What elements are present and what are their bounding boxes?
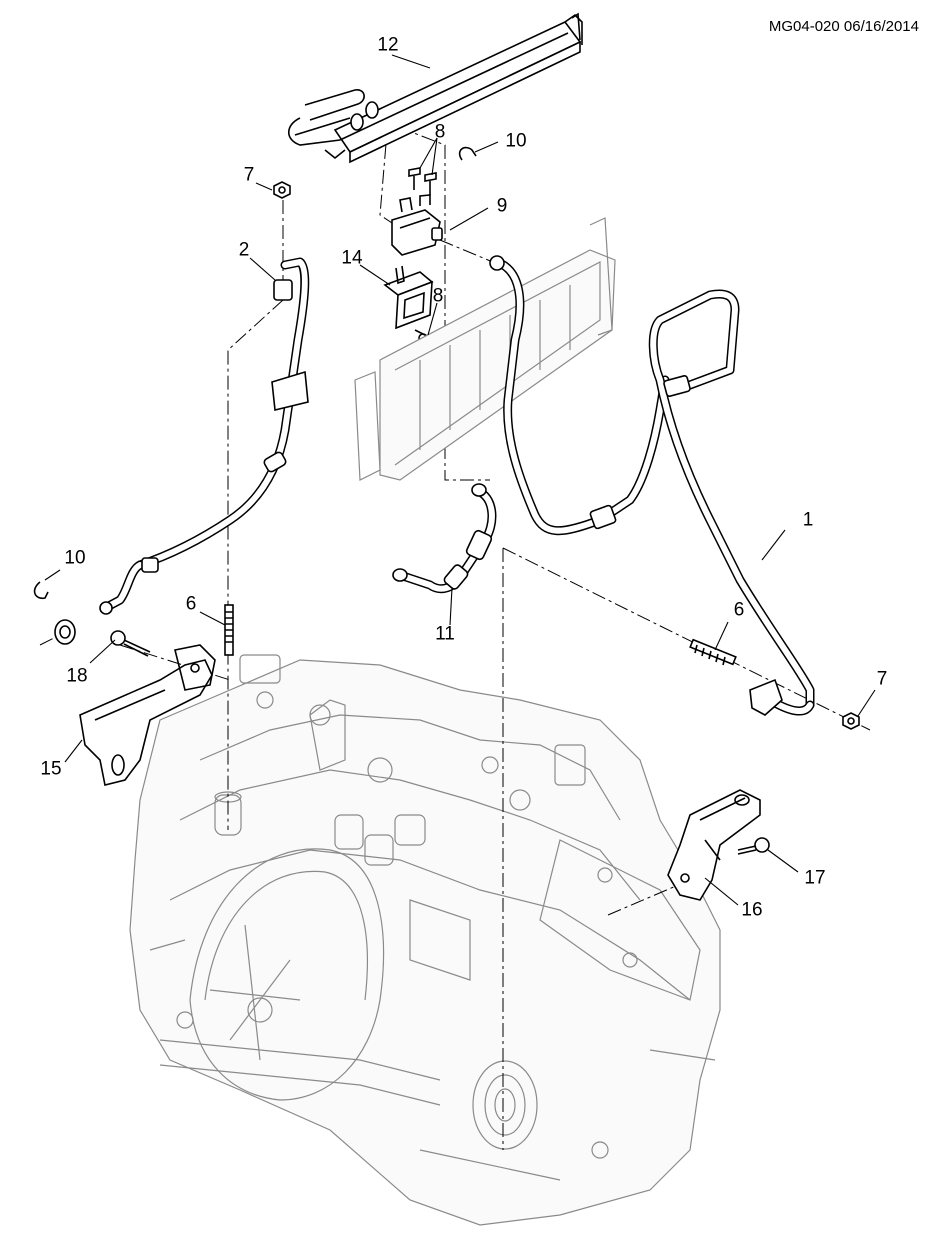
- washer-left: [54, 619, 76, 645]
- callout-8-upper: 8: [434, 121, 446, 143]
- part-6-stud-left: [224, 604, 234, 656]
- callout-leaders: [44, 54, 876, 906]
- document-id-label: MG04-020 06/16/2014: [768, 18, 919, 35]
- callout-6-left: 6: [185, 593, 197, 615]
- part-16-line-bracket: [667, 789, 761, 901]
- callout-12: 12: [377, 34, 399, 56]
- part-8-bolts-upper: [408, 167, 437, 195]
- transmission-housing: [129, 654, 721, 1226]
- callout-1: 1: [802, 509, 814, 531]
- part-11-cooler-lower-line: [392, 483, 497, 594]
- callout-2: 2: [238, 239, 250, 261]
- assembly-centerlines: [39, 117, 871, 1150]
- part-10-clip-left: [33, 581, 49, 600]
- part-15-line-bracket: [79, 644, 216, 786]
- callout-10-left: 10: [64, 547, 86, 569]
- callout-15: 15: [40, 758, 62, 780]
- callout-6-right: 6: [733, 599, 745, 621]
- part-14-cooler-bracket: [383, 265, 434, 330]
- part-10-clip-upper: [458, 146, 477, 161]
- callout-16: 16: [741, 899, 763, 921]
- callout-8-lower: 8: [432, 285, 444, 307]
- part-2-cooler-inlet-line: [99, 257, 310, 615]
- callout-18: 18: [66, 665, 88, 687]
- radiator: [354, 217, 616, 481]
- part-7-nut-upper: [273, 181, 291, 199]
- part-7-nut-lower: [842, 712, 860, 730]
- callout-10-upper: 10: [505, 130, 527, 152]
- callout-7-upper: 7: [243, 164, 255, 186]
- part-6-stud-right: [689, 638, 737, 666]
- part-1-cooler-outlet-line: [489, 255, 815, 716]
- part-9-cooler-valve: [391, 194, 443, 256]
- part-18-bolt: [110, 630, 151, 657]
- callout-7-lower: 7: [876, 668, 888, 690]
- callout-17: 17: [804, 867, 826, 889]
- part-17-bolt: [737, 837, 770, 855]
- callout-14: 14: [341, 247, 363, 269]
- callout-11: 11: [435, 623, 455, 645]
- part-12-transmission-fluid-cooler: [287, 12, 583, 164]
- callout-9: 9: [496, 195, 508, 217]
